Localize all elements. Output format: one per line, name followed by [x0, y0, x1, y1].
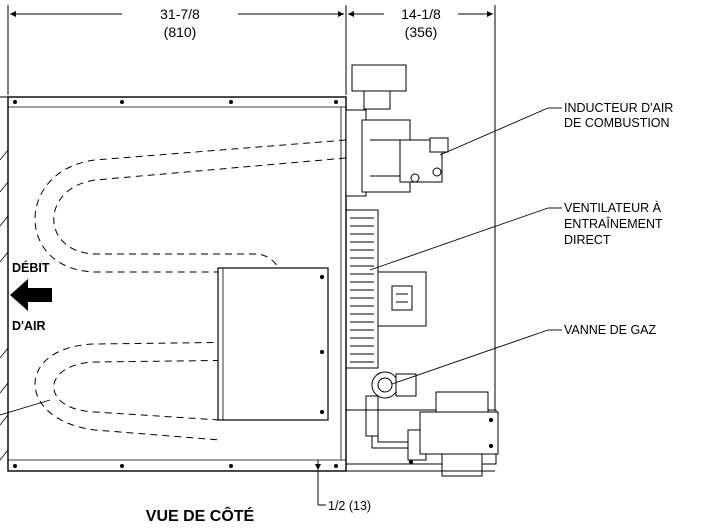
dim-width-main: 31-7/8 — [160, 6, 200, 22]
burner-box — [217, 267, 329, 421]
wall-hatching — [0, 149, 9, 461]
airflow-label-line2: D'AIR — [12, 319, 46, 333]
airflow-label-line1: DÉBIT — [12, 260, 50, 275]
dim-width-main-metric: (810) — [164, 24, 197, 40]
callout-gas-valve: VANNE DE GAZ — [564, 323, 657, 337]
heat-exchanger-tubes — [34, 139, 347, 441]
dim-bottom-offset: 1/2 (13) — [328, 499, 371, 513]
direct-drive-blower — [345, 209, 427, 369]
rivets — [13, 100, 338, 468]
airflow-arrow-icon — [10, 279, 52, 311]
gas-valve — [365, 371, 427, 461]
view-title: VUE DE CÔTÉ — [146, 506, 255, 525]
dim-width-side: 14-1/8 — [401, 6, 441, 22]
callout-leaders — [0, 107, 562, 416]
callout-inducer-line1: INDUCTEUR D'AIR — [564, 101, 673, 115]
dimension-top — [7, 5, 496, 410]
combustion-inducer — [345, 64, 449, 197]
callout-blower-line1: VENTILATEUR À — [564, 200, 662, 215]
callout-inducer-line2: DE COMBUSTION — [564, 116, 670, 130]
dim-width-side-metric: (356) — [405, 24, 438, 40]
callout-blower-line3: DIRECT — [564, 233, 611, 247]
callout-blower-line2: ENTRAÎNEMENT — [564, 216, 663, 231]
dimension-bottom — [315, 460, 326, 506]
base-assembly — [345, 391, 499, 477]
